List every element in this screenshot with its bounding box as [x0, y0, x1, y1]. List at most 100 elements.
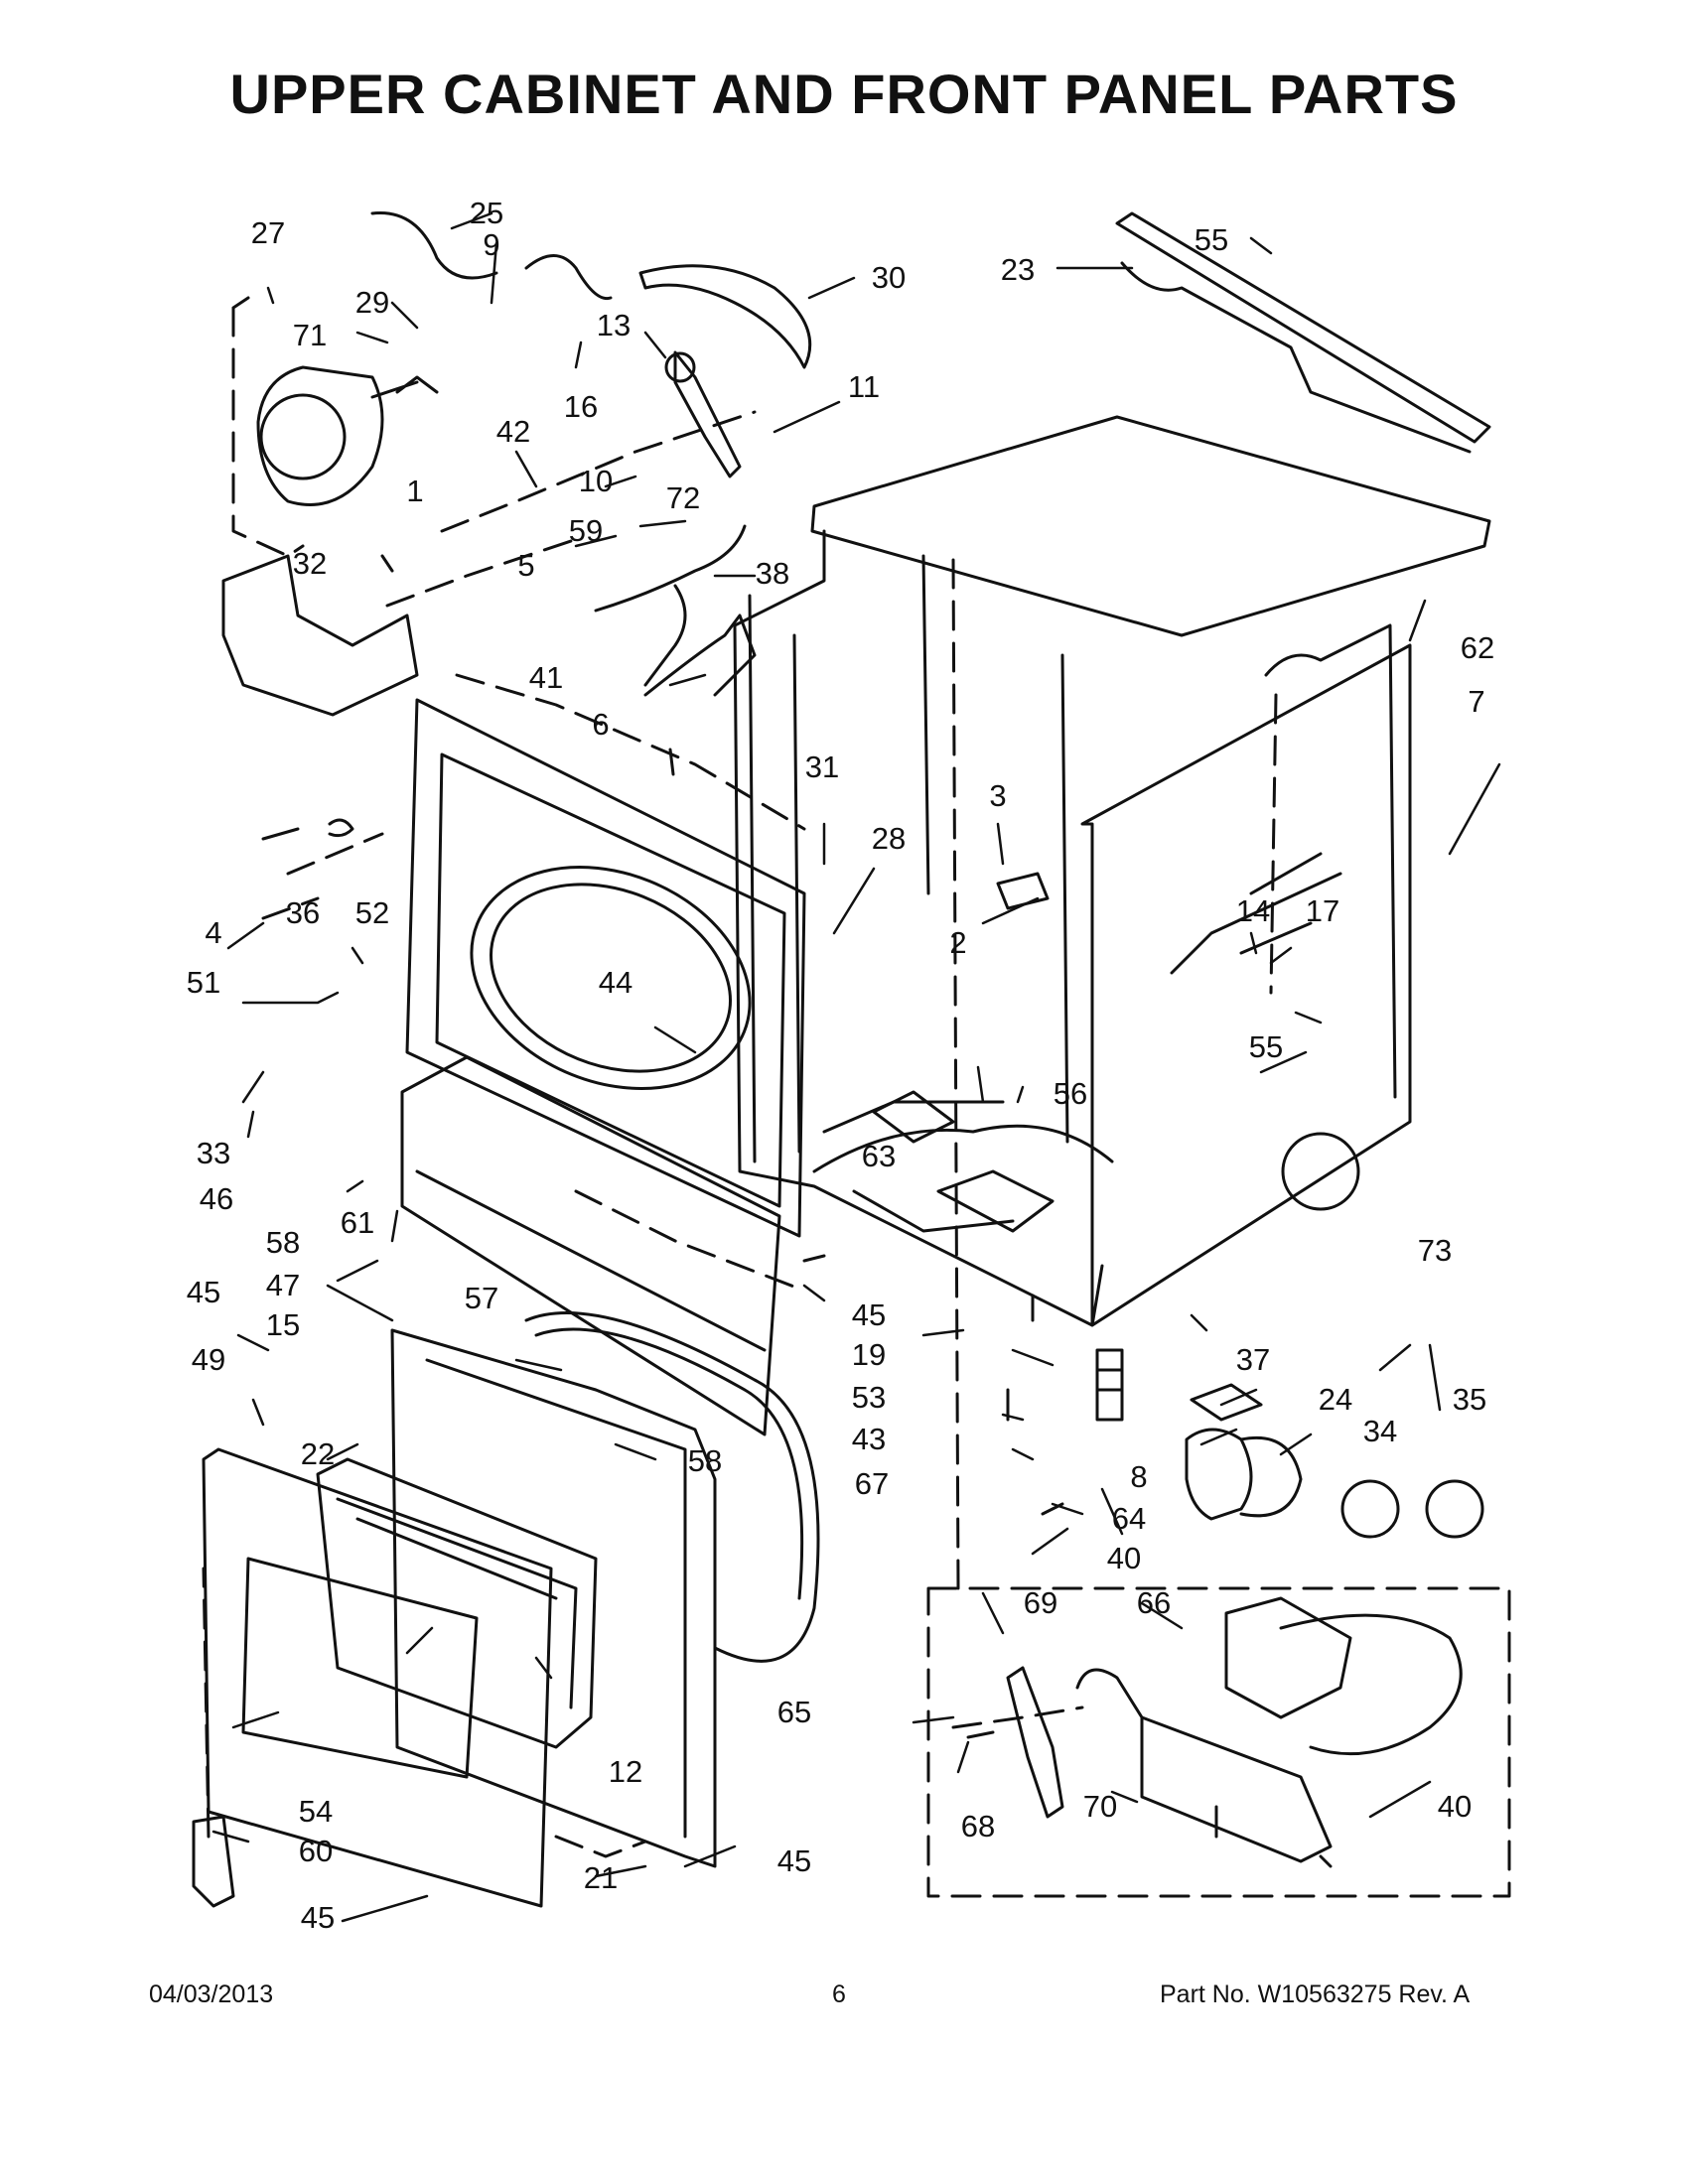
callout: 73 — [1418, 1233, 1452, 1268]
callout: 23 — [1001, 252, 1035, 287]
callout: 7 — [1468, 684, 1484, 719]
callout: 40 — [1107, 1541, 1141, 1575]
footer-date: 04/03/2013 — [149, 1980, 274, 2008]
door-inner-panel — [390, 1328, 717, 1868]
callout: 19 — [852, 1337, 886, 1372]
callout: 33 — [197, 1136, 230, 1170]
callout: 34 — [1363, 1414, 1397, 1448]
footer-page-number: 6 — [832, 1980, 846, 2008]
callout: 31 — [805, 750, 839, 784]
callout: 45 — [301, 1900, 335, 1935]
callout: 52 — [355, 895, 389, 930]
callout: 58 — [688, 1443, 722, 1478]
callout: 49 — [192, 1342, 225, 1377]
callout: 3 — [989, 778, 1006, 813]
callout: 60 — [299, 1834, 333, 1868]
door-switch — [996, 872, 1050, 910]
rollers — [1340, 1479, 1400, 1539]
callout: 22 — [301, 1436, 335, 1471]
toe-panel — [400, 1055, 781, 1436]
door-opening-ring — [470, 866, 752, 1090]
callout: 16 — [564, 389, 598, 424]
callout: 45 — [852, 1297, 886, 1332]
hinge-bracket — [192, 1815, 235, 1908]
callout: 42 — [496, 414, 530, 449]
callout-labels: 25 27 9 29 71 16 13 30 23 55 11 42 1 10 … — [187, 196, 1494, 1935]
timer-harness — [643, 614, 757, 697]
callout: 62 — [1461, 630, 1494, 665]
callout: 58 — [266, 1225, 300, 1260]
callout: 64 — [1112, 1501, 1146, 1536]
callout: 54 — [299, 1794, 333, 1829]
footer-part-number: Part No. W10563275 Rev. A — [1160, 1980, 1471, 2008]
callout: 46 — [200, 1181, 233, 1216]
motor-mount-bracket — [221, 554, 419, 717]
drive-belt — [638, 264, 812, 369]
callout: 13 — [597, 308, 631, 342]
door-gasket — [524, 1311, 820, 1663]
idler-arm — [673, 350, 742, 478]
callout: 8 — [1130, 1459, 1147, 1494]
leveling-leg — [1095, 1348, 1124, 1422]
lever-arm — [1006, 1666, 1064, 1819]
cabinet-back-panel — [1264, 623, 1397, 1099]
thermostat-plate — [1190, 1383, 1263, 1422]
callout: 11 — [848, 369, 880, 404]
terminal-block — [1075, 1668, 1333, 1863]
wire-harness — [370, 211, 613, 301]
callout: 15 — [266, 1307, 300, 1342]
callout: 53 — [852, 1380, 886, 1415]
callout: 68 — [961, 1809, 995, 1843]
page-title: UPPER CABINET AND FRONT PANEL PARTS — [229, 63, 1459, 125]
door-outer-panel — [202, 1447, 553, 1908]
callout: 63 — [862, 1139, 896, 1173]
callout: 38 — [756, 556, 789, 591]
callout: 44 — [599, 965, 633, 1000]
callout: 56 — [1054, 1076, 1087, 1111]
callout: 10 — [579, 464, 613, 498]
screws — [261, 554, 1333, 1868]
callout: 59 — [569, 513, 603, 548]
motor-fan — [259, 393, 347, 480]
callout: 35 — [1453, 1382, 1486, 1417]
callout: 40 — [1438, 1789, 1472, 1824]
callout: 4 — [205, 915, 221, 950]
callout: 29 — [355, 285, 389, 320]
center-line — [951, 554, 960, 1590]
callout: 71 — [293, 318, 327, 352]
callout: 2 — [949, 925, 966, 960]
callout: 37 — [1236, 1342, 1270, 1377]
callout: 27 — [251, 215, 285, 250]
electrical-assy-box — [926, 1586, 1511, 1898]
callout: 66 — [1137, 1585, 1171, 1620]
callout: 6 — [592, 707, 609, 742]
callout: 28 — [872, 821, 906, 856]
callout: 12 — [609, 1754, 642, 1789]
callout: 32 — [293, 546, 327, 581]
callout: 47 — [266, 1268, 300, 1302]
callout: 61 — [341, 1205, 374, 1240]
drum-seal-parts — [1185, 1428, 1303, 1521]
callout: 70 — [1083, 1789, 1117, 1824]
callout: 55 — [1195, 222, 1228, 257]
callout: 5 — [517, 548, 534, 583]
callout: 14 — [1236, 893, 1270, 928]
front-panel-frame — [405, 698, 806, 1238]
callout: 30 — [872, 260, 906, 295]
callout: 72 — [666, 480, 700, 515]
door-glass-frame — [316, 1457, 598, 1749]
leader-arrows — [211, 211, 1501, 1923]
motor-assembly — [1224, 1596, 1352, 1719]
motor-housing — [231, 296, 305, 558]
callout: 55 — [1249, 1029, 1283, 1064]
callout: 65 — [777, 1695, 811, 1729]
callout: 45 — [187, 1275, 220, 1309]
callout: 36 — [286, 895, 320, 930]
callout: 51 — [187, 965, 220, 1000]
callout: 1 — [406, 474, 423, 508]
callout: 24 — [1319, 1382, 1352, 1417]
cabinet-top — [810, 415, 1491, 637]
callout: 45 — [777, 1843, 811, 1878]
callout: 21 — [584, 1860, 618, 1895]
